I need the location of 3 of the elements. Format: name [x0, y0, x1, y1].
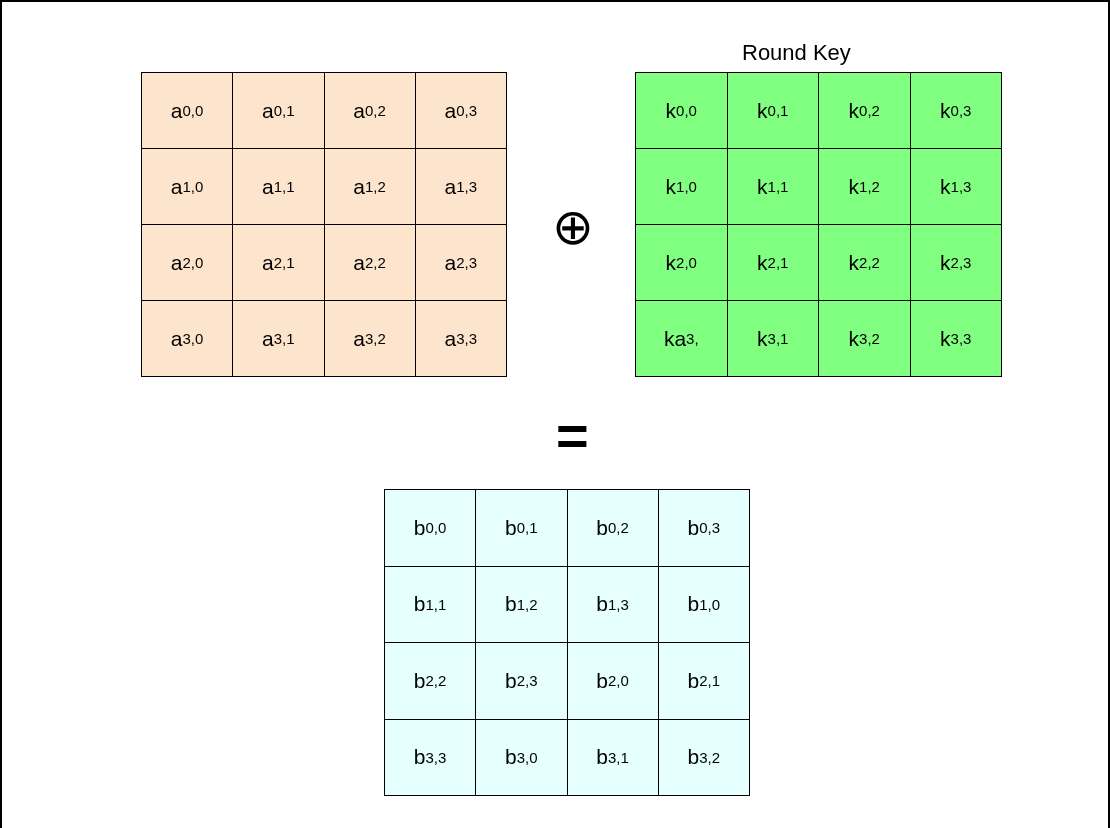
matrix-title: Round Key	[742, 42, 851, 64]
equals-sign: =	[556, 408, 589, 464]
xor-symbol: ⊕	[552, 202, 594, 252]
